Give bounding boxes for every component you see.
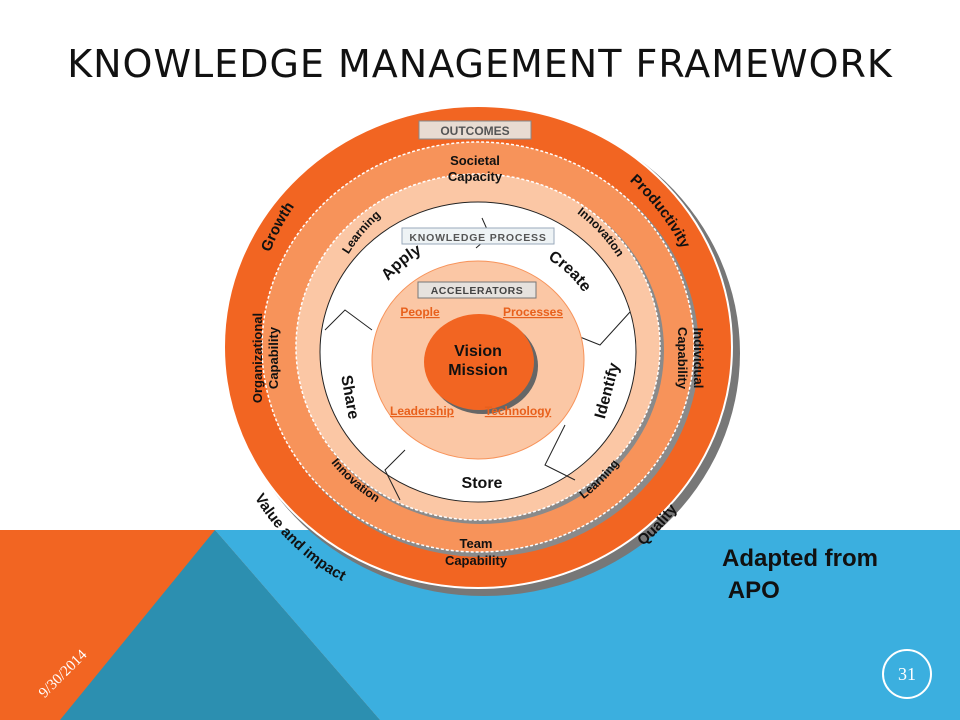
svg-text:Capability: Capability — [266, 326, 281, 389]
organizational-capability-label: Organizational Capability — [250, 313, 281, 403]
mission-label: Mission — [448, 362, 508, 379]
vision-label: Vision — [454, 343, 502, 360]
societal-capacity-line2: Capacity — [448, 169, 503, 184]
team-capability-line2: Capability — [445, 553, 508, 568]
separator-identify-store — [544, 424, 576, 481]
svg-text:Organizational: Organizational — [250, 313, 265, 403]
accelerators-badge-label: ACCELERATORS — [431, 285, 524, 297]
outcomes-badge-label: OUTCOMES — [440, 124, 509, 138]
store-label: Store — [462, 475, 503, 492]
people-label: People — [400, 305, 440, 319]
svg-text:Capability: Capability — [675, 327, 690, 390]
separator-create-identify — [579, 311, 631, 346]
accelerators-badge — [417, 281, 537, 299]
separator-share-apply — [324, 309, 373, 331]
slide-title: KNOWLEDGE MANAGEMENT FRAMEWORK — [67, 42, 893, 86]
leadership-label: Leadership — [390, 404, 454, 418]
processes-label: Processes — [503, 305, 563, 319]
team-capability-line1: Team — [460, 536, 493, 551]
teal-triangle — [60, 530, 380, 720]
page-number-badge: 31 — [882, 649, 932, 699]
technology-label: Technology — [485, 404, 552, 418]
core-circle — [424, 314, 534, 410]
separator-store-share — [384, 449, 406, 501]
individual-capability-label: Individual Capability — [675, 327, 706, 390]
credit-text: Adapted from APO — [722, 545, 878, 604]
process-badge — [401, 227, 555, 245]
svg-text:Individual: Individual — [691, 328, 706, 389]
process-badge-label: KNOWLEDGE PROCESS — [409, 232, 546, 244]
outcomes-badge — [418, 120, 532, 140]
societal-capacity-line1: Societal — [450, 153, 500, 168]
